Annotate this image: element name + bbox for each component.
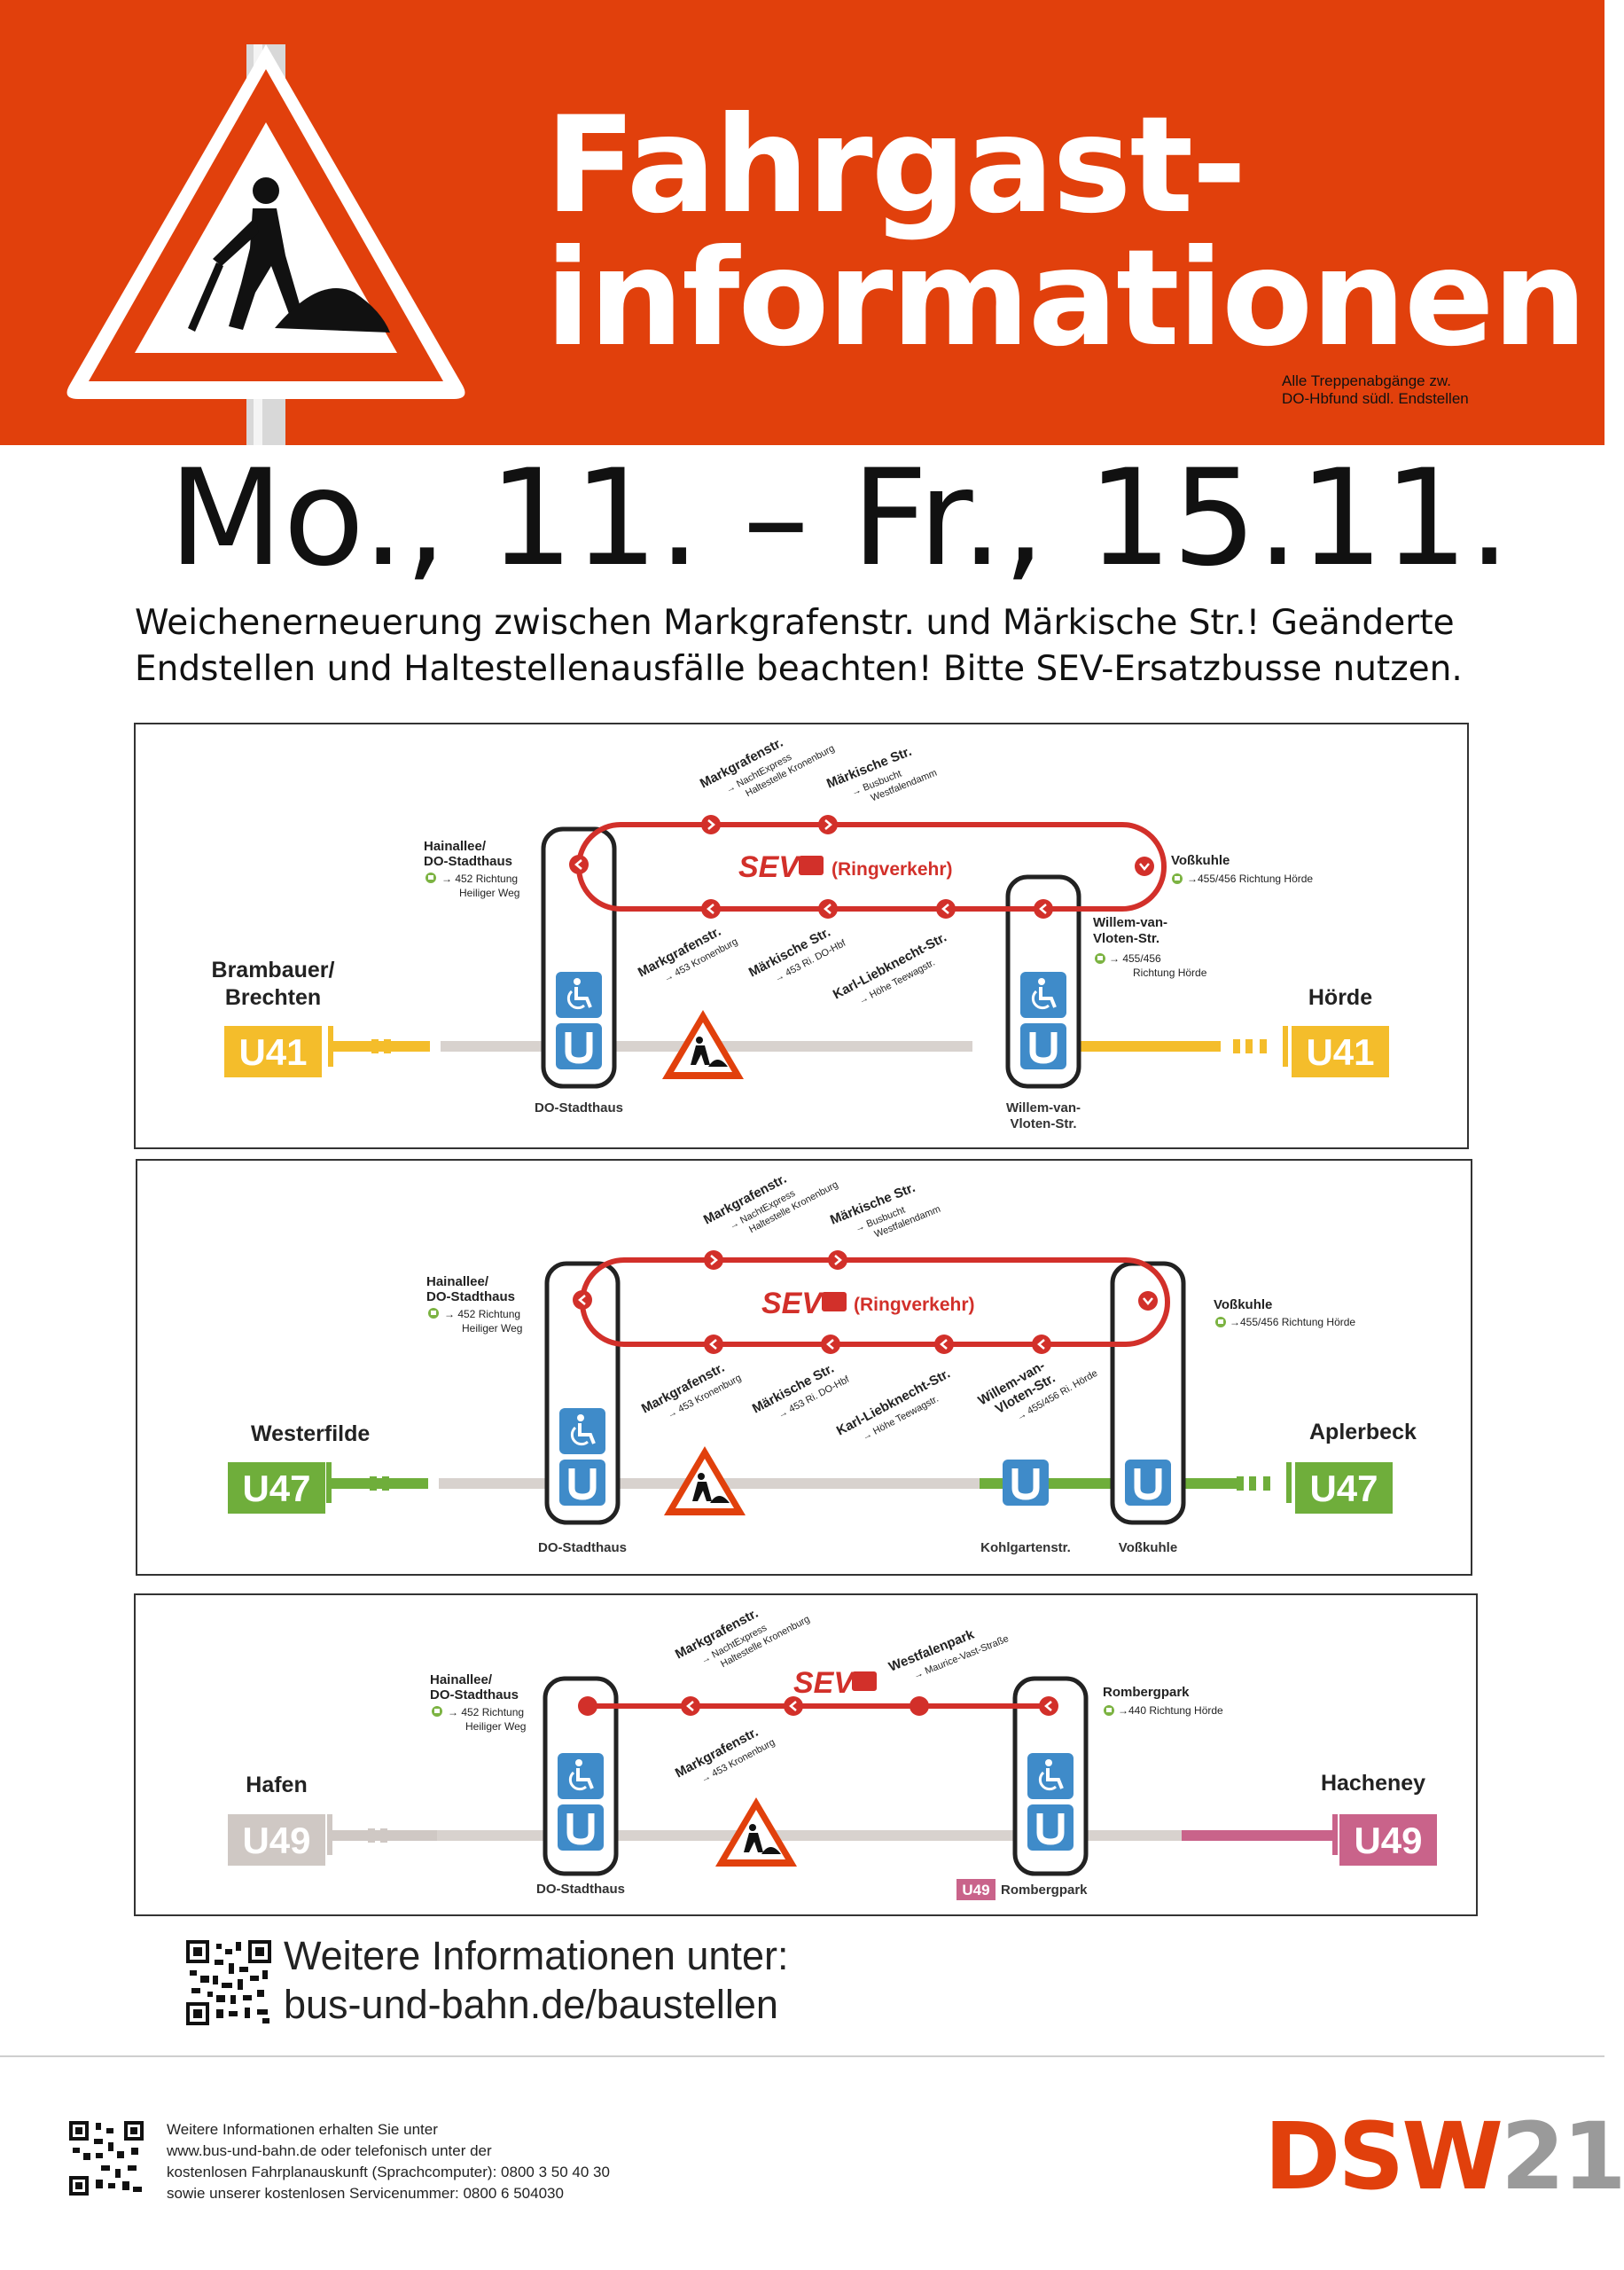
footer-divider	[0, 2055, 1604, 2057]
svg-text:DO-Stadthaus: DO-Stadthaus	[426, 1289, 515, 1304]
intro-line-2: Endstellen und Haltestellenausfälle beac…	[135, 649, 1463, 689]
intro-line-1: Weichenerneuerung zwischen Markgrafenstr…	[135, 603, 1455, 643]
svg-text:DO-Stadthaus: DO-Stadthaus	[430, 1687, 519, 1702]
u41-right-terminal: Hörde	[1308, 985, 1372, 1010]
footer-line-2: www.bus-und-bahn.de oder telefonisch unt…	[167, 2142, 492, 2159]
more-info-label: Weitere Informationen unter:	[284, 1933, 789, 1978]
svg-text:SEV: SEV	[793, 1666, 856, 1700]
svg-text:Voßkuhle: Voßkuhle	[1171, 853, 1230, 868]
qr-code-icon[interactable]	[186, 1940, 271, 2025]
svg-text:Hafen: Hafen	[246, 1773, 307, 1797]
footer-line-3: kostenlosen Fahrplanauskunft (Sprachcomp…	[167, 2164, 610, 2180]
svg-text:(Ringverkehr): (Ringverkehr)	[854, 1295, 975, 1315]
svg-text:U47: U47	[1309, 1468, 1378, 1509]
sev-logo: SEV	[738, 850, 801, 884]
svg-text:Heiliger Weg: Heiliger Weg	[459, 887, 519, 899]
svg-text:U41: U41	[238, 1031, 307, 1073]
svg-text:DO-Stadthaus: DO-Stadthaus	[536, 1882, 625, 1897]
svg-text:U41: U41	[1306, 1031, 1374, 1073]
svg-text:Hainallee/: Hainallee/	[430, 1672, 493, 1687]
u41-track-right	[1079, 1041, 1221, 1052]
header-note: Alle Treppenabgänge zw. DO-Hbfund südl. …	[1282, 372, 1469, 407]
u41-badge-right	[1292, 1026, 1389, 1077]
svg-text:Kohlgartenstr.: Kohlgartenstr.	[980, 1540, 1071, 1555]
footer-line-4: sowie unserer kostenlosen Servicenummer:…	[167, 2185, 564, 2202]
svg-text:Hacheney: Hacheney	[1321, 1771, 1425, 1796]
svg-text:Willem-van-: Willem-van-	[1006, 1100, 1081, 1115]
u41-badge-left	[224, 1026, 322, 1077]
svg-text:→ 452 Richtung: → 452 Richtung	[444, 1308, 520, 1320]
roadworks-warning-sign-icon	[66, 44, 465, 445]
svg-text:Heiliger Weg: Heiliger Weg	[465, 1720, 526, 1733]
footer-line-1: Weitere Informationen erhalten Sie unter	[167, 2121, 438, 2138]
svg-text:SEV: SEV	[761, 1287, 824, 1320]
svg-text:DO-Stadthaus: DO-Stadthaus	[535, 1100, 623, 1115]
panel-u49: U49 U49 Hafen Hacheney SEV DO-Stadthaus …	[134, 1593, 1478, 1916]
svg-text:Vloten-Str.: Vloten-Str.	[1010, 1116, 1076, 1131]
svg-text:→440 Richtung Hörde: →440 Richtung Hörde	[1118, 1704, 1223, 1717]
svg-text:Hainallee/: Hainallee/	[424, 839, 487, 854]
footer-qr-code-icon[interactable]	[69, 2121, 144, 2196]
u41-track-left	[332, 1041, 430, 1052]
svg-text:→ 452 Richtung: → 452 Richtung	[448, 1706, 524, 1718]
headline-line-1: Fahrgast-	[545, 89, 1246, 243]
panel-u41: U41 U41 Brambauer/ Brechten Hörde SEV (R…	[134, 723, 1469, 1149]
svg-text:Hainallee/: Hainallee/	[426, 1274, 489, 1289]
more-info-url[interactable]: bus-und-bahn.de/baustellen	[284, 1982, 778, 2027]
u41-left-terminal-2: Brechten	[225, 985, 321, 1010]
svg-text:→ 455/456: → 455/456	[1109, 952, 1161, 965]
u41-left-terminal-1: Brambauer/	[212, 958, 335, 982]
svg-text:→455/456 Richtung Hörde: →455/456 Richtung Hörde	[1230, 1316, 1355, 1328]
date-range: Mo., 11. – Fr., 15.11.	[168, 442, 1511, 596]
svg-text:→455/456 Richtung Hörde: →455/456 Richtung Hörde	[1187, 873, 1313, 885]
svg-text:DO-Stadthaus: DO-Stadthaus	[424, 854, 512, 869]
svg-text:→ 452 Richtung: → 452 Richtung	[441, 873, 518, 885]
svg-text:Westerfilde: Westerfilde	[251, 1421, 370, 1446]
svg-text:Vloten-Str.: Vloten-Str.	[1093, 931, 1159, 946]
svg-text:DO-Stadthaus: DO-Stadthaus	[538, 1540, 627, 1555]
svg-text:Richtung Hörde: Richtung Hörde	[1133, 967, 1207, 979]
svg-text:Voßkuhle: Voßkuhle	[1119, 1540, 1177, 1555]
panel-u47: U47 U47 Westerfilde Aplerbeck SEV (Ringv…	[136, 1159, 1472, 1576]
sev-ring-label: (Ringverkehr)	[832, 859, 953, 880]
svg-text:Rombergpark: Rombergpark	[1001, 1883, 1088, 1898]
svg-text:U47: U47	[242, 1468, 310, 1509]
svg-text:Voßkuhle: Voßkuhle	[1214, 1297, 1272, 1312]
svg-text:Aplerbeck: Aplerbeck	[1309, 1420, 1417, 1444]
do-stadthaus-pill	[541, 826, 617, 1089]
svg-text:Rombergpark: Rombergpark	[1103, 1685, 1190, 1700]
svg-text:U49: U49	[242, 1820, 310, 1861]
svg-text:Willem-van-: Willem-van-	[1093, 915, 1167, 930]
svg-text:U49: U49	[1354, 1820, 1422, 1861]
dsw21-logo: DSW21	[1264, 2102, 1624, 2211]
svg-text:U49: U49	[962, 1882, 989, 1898]
headline-line-2: informationen	[545, 222, 1587, 376]
svg-text:Heiliger Weg: Heiliger Weg	[462, 1322, 522, 1335]
